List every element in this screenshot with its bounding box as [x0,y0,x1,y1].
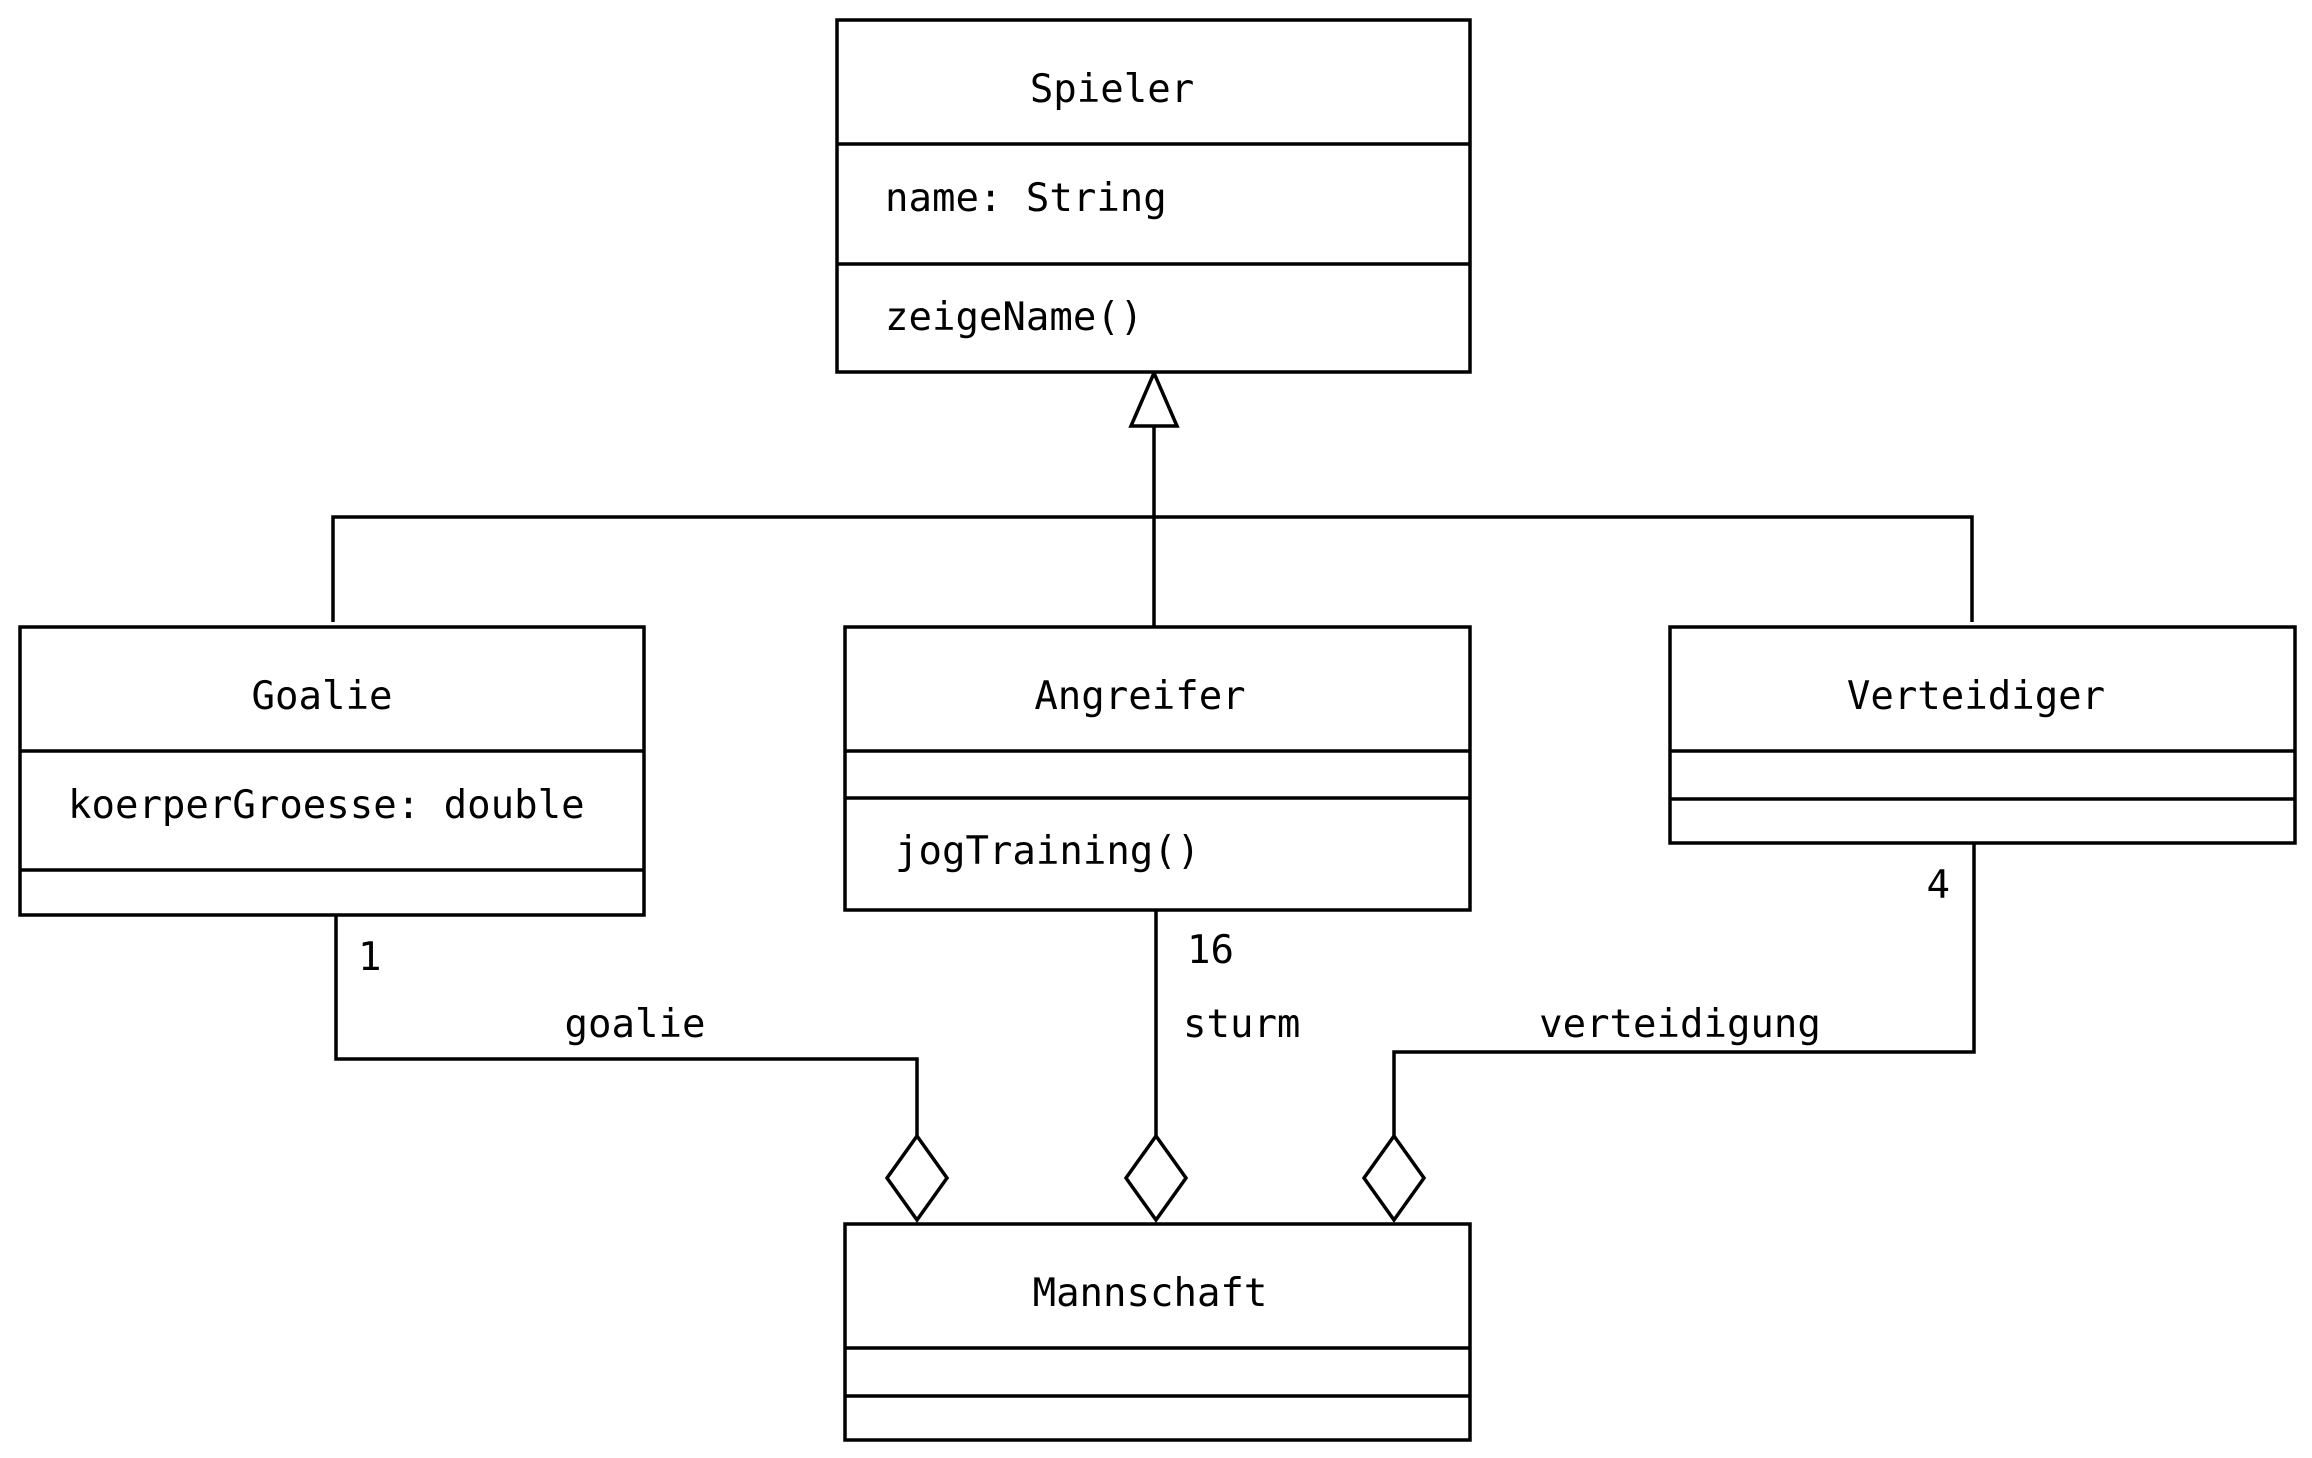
class-angreifer-name: Angreifer [1034,674,1245,719]
aggregation-sturm-diamond [1123,1132,1189,1224]
aggregation-edges [334,843,1976,1224]
multiplicity-goalie: 1 [358,935,381,980]
class-angreifer-method: jogTraining() [895,829,1200,874]
class-spieler-name: Spieler [1030,67,1194,112]
multiplicity-verteidigung: 4 [1927,863,1950,908]
class-verteidiger-name: Verteidiger [1847,674,2105,719]
multiplicity-sturm: 16 [1187,928,1234,973]
association-labels: 1 goalie 16 sturm 4 verteidigung [358,863,1950,1047]
class-goalie: Goalie koerperGroesse: double [18,625,646,917]
generalization-arrowhead [1128,368,1180,428]
class-goalie-box [18,625,646,917]
class-verteidiger: Verteidiger [1668,625,2297,845]
inheritance-edges [331,368,1974,627]
aggregation-verteidigung-diamond [1361,1132,1427,1224]
class-spieler-attribute: name: String [885,176,1167,221]
class-verteidiger-box [1668,625,2297,845]
class-angreifer-box [843,625,1472,912]
aggregation-goalie-diamond [884,1132,950,1224]
class-spieler-box [835,18,1472,374]
class-goalie-attribute: koerperGroesse: double [68,783,585,828]
role-sturm: sturm [1183,1002,1300,1047]
role-goalie: goalie [565,1002,706,1047]
class-spieler: Spieler name: String zeigeName() [835,18,1472,374]
role-verteidigung: verteidigung [1539,1002,1821,1047]
class-angreifer: Angreifer jogTraining() [843,625,1472,912]
class-goalie-name: Goalie [252,674,393,719]
aggregation-goalie-edge [334,915,919,1136]
class-mannschaft: Mannschaft [843,1222,1472,1442]
aggregation-verteidigung-edge [1392,843,1976,1136]
class-mannschaft-name: Mannschaft [1033,1271,1268,1316]
class-mannschaft-box [843,1222,1472,1442]
class-spieler-method: zeigeName() [885,295,1143,340]
